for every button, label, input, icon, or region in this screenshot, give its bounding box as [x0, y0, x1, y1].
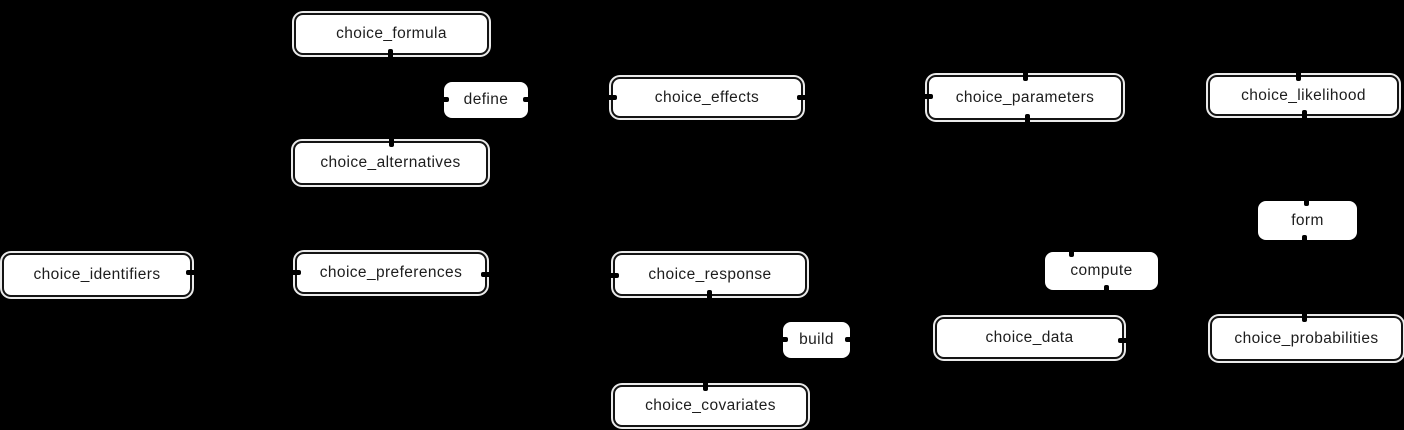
edge-label-build: build [783, 322, 850, 358]
node-choice-data: choice_data [935, 317, 1124, 359]
node-choice-identifiers: choice_identifiers [2, 253, 192, 297]
edge-connector [388, 49, 393, 61]
edge-connector [439, 97, 449, 102]
edge-connector [1302, 110, 1307, 122]
edge-connector [389, 135, 394, 147]
edge-connector [481, 272, 493, 277]
edge-connector [1302, 310, 1307, 322]
node-choice-response: choice_response [613, 253, 807, 296]
node-choice-covariates: choice_covariates [613, 385, 808, 427]
edge-connector [1104, 285, 1109, 295]
edge-connector [778, 337, 788, 342]
edge-connector [607, 273, 619, 278]
edge-connector [845, 337, 855, 342]
edge-connector [703, 379, 708, 391]
edge-connector [1296, 69, 1301, 81]
node-choice-parameters: choice_parameters [927, 75, 1123, 120]
node-choice-alternatives: choice_alternatives [293, 141, 488, 185]
edge-connector [1023, 69, 1028, 81]
node-choice-probabilities: choice_probabilities [1210, 316, 1403, 361]
edge-connector [186, 270, 198, 275]
edge-connector [921, 94, 933, 99]
edge-connector [1118, 338, 1130, 343]
node-choice-preferences: choice_preferences [295, 252, 487, 294]
edge-connector [797, 95, 809, 100]
node-choice-formula: choice_formula [294, 13, 489, 55]
edge-label-define: define [444, 82, 528, 118]
edge-connector [1025, 114, 1030, 126]
edge-label-form: form [1258, 201, 1357, 240]
edge-connector [1302, 235, 1307, 245]
edge-connector [605, 95, 617, 100]
edge-connector [289, 270, 301, 275]
edge-connector [707, 290, 712, 302]
edge-connector [1069, 247, 1074, 257]
node-choice-effects: choice_effects [611, 77, 803, 118]
edge-connector [1304, 196, 1309, 206]
edge-label-compute: compute [1045, 252, 1158, 290]
edge-connector [523, 97, 533, 102]
